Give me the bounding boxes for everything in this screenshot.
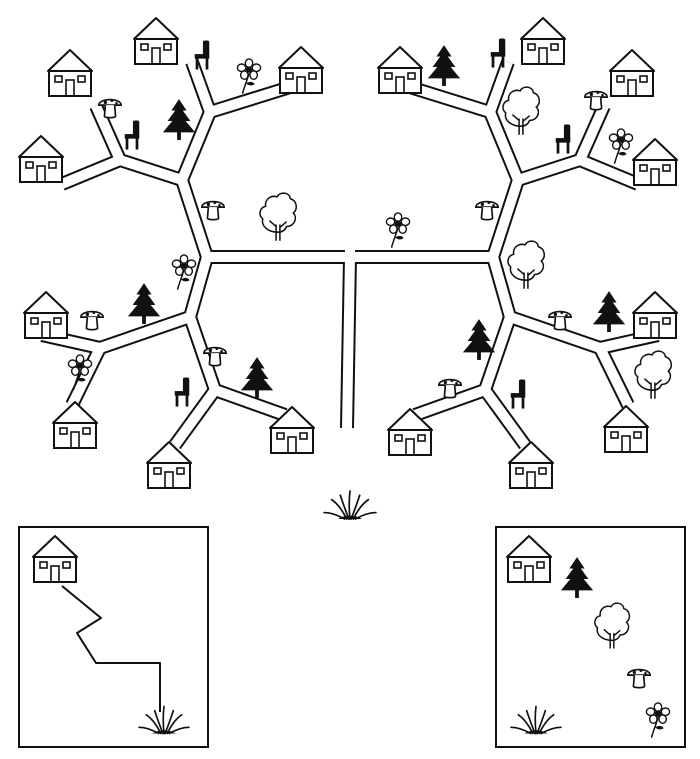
left-panel-frame bbox=[18, 526, 209, 748]
house-icon bbox=[377, 46, 423, 94]
pine-tree-icon bbox=[127, 283, 161, 324]
chair-icon bbox=[174, 377, 190, 407]
chair-icon bbox=[124, 120, 140, 150]
house-icon bbox=[520, 17, 566, 65]
chair-icon bbox=[490, 38, 506, 68]
chair-icon bbox=[510, 379, 526, 409]
house-icon bbox=[52, 401, 98, 449]
deciduous-tree-icon bbox=[634, 350, 673, 400]
deciduous-tree-icon bbox=[259, 192, 298, 242]
mushroom-icon bbox=[80, 310, 104, 331]
flower-icon bbox=[385, 212, 411, 249]
mushroom-icon bbox=[201, 200, 225, 221]
house-icon bbox=[23, 291, 69, 339]
pine-tree-icon bbox=[240, 357, 274, 398]
house-icon bbox=[632, 138, 678, 186]
pine-tree-icon bbox=[427, 45, 461, 86]
house-icon bbox=[603, 405, 649, 453]
house-icon bbox=[609, 49, 655, 97]
deciduous-tree-icon bbox=[507, 240, 546, 290]
flower-icon bbox=[608, 128, 634, 165]
pine-tree-icon bbox=[592, 291, 626, 332]
grass-tuft-icon bbox=[323, 490, 377, 520]
house-icon bbox=[632, 291, 678, 339]
flower-icon bbox=[236, 58, 262, 95]
house-icon bbox=[146, 441, 192, 489]
house-icon bbox=[133, 17, 179, 65]
house-icon bbox=[47, 49, 93, 97]
house-icon bbox=[278, 46, 324, 94]
pine-tree-icon bbox=[162, 99, 196, 140]
chair-icon bbox=[555, 124, 571, 154]
house-icon bbox=[508, 441, 554, 489]
chair-icon bbox=[194, 40, 210, 70]
mushroom-icon bbox=[475, 200, 499, 221]
house-icon bbox=[18, 135, 64, 183]
deciduous-tree-icon bbox=[502, 86, 541, 136]
zigzag-path bbox=[61, 585, 161, 712]
